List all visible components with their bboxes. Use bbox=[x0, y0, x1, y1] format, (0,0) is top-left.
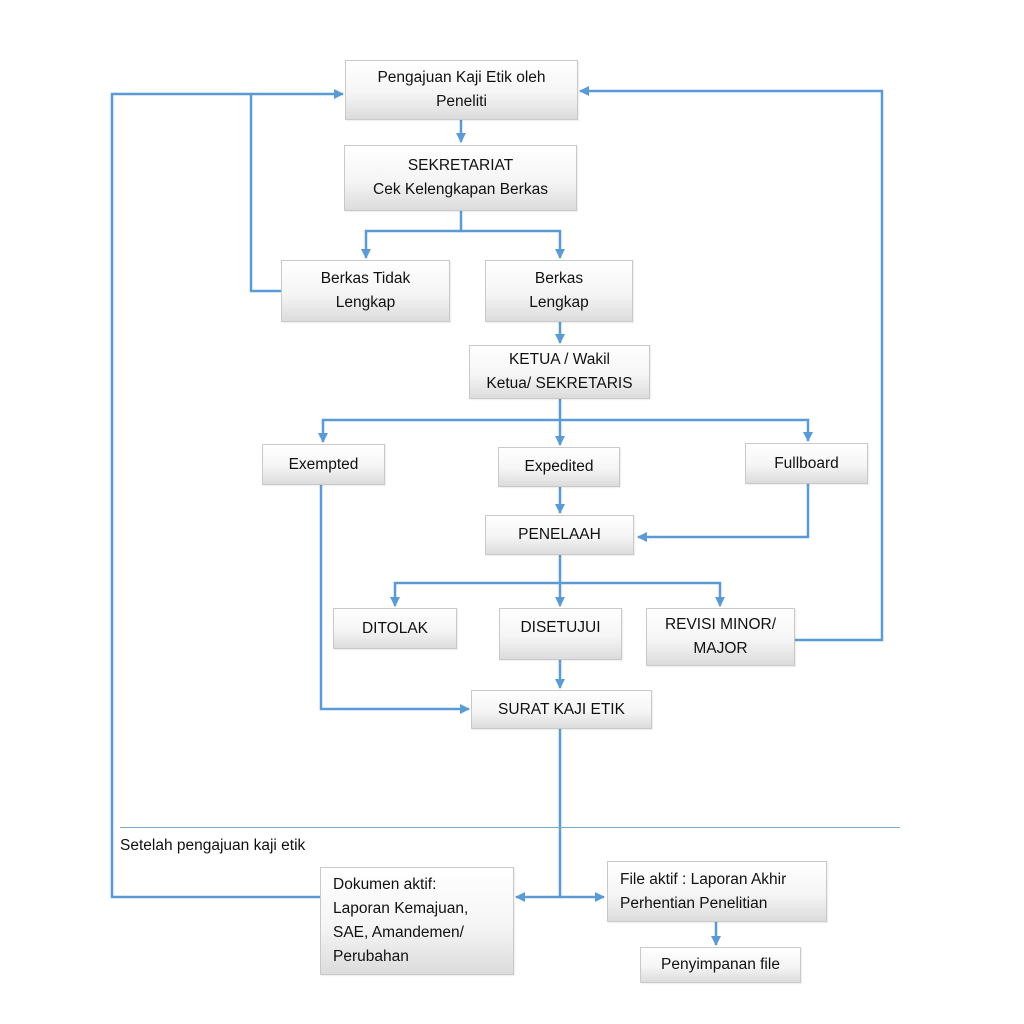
arrow-sekretariat-to-tidak-lengkap bbox=[361, 211, 463, 259]
arrow-penelaah-to-ditolak bbox=[390, 555, 562, 607]
node-penelaah: PENELAAH bbox=[485, 515, 634, 555]
node-exempted-label: Exempted bbox=[288, 455, 359, 473]
node-berkas-tidak-lengkap-label: Berkas Tidak Lengkap bbox=[320, 270, 411, 311]
node-ditolak: DITOLAK bbox=[333, 608, 457, 649]
arrow-surat-to-dokumen bbox=[515, 729, 562, 902]
node-fullboard-label: Fullboard bbox=[774, 454, 839, 472]
node-sekretariat-label: SEKRETARIAT Cek Kelengkapan Berkas bbox=[373, 157, 548, 198]
node-dokumen-aktif: Dokumen aktif: Laporan Kemajuan, SAE, Am… bbox=[320, 867, 514, 975]
node-file-aktif: File aktif : Laporan Akhir Perhentian Pe… bbox=[607, 861, 827, 922]
node-surat-kaji-etik: SURAT KAJI ETIK bbox=[471, 690, 652, 729]
arrow-fullboard-to-penelaah bbox=[637, 484, 810, 542]
node-berkas-tidak-lengkap: Berkas Tidak Lengkap bbox=[281, 260, 450, 322]
node-pengajuan: Pengajuan Kaji Etik oleh Peneliti bbox=[345, 60, 578, 120]
node-berkas-lengkap: Berkas Lengkap bbox=[485, 260, 633, 322]
node-disetujui-label: DISETUJUI bbox=[520, 619, 601, 636]
node-revisi: REVISI MINOR/ MAJOR bbox=[646, 608, 795, 666]
node-surat-kaji-etik-label: SURAT KAJI ETIK bbox=[498, 700, 625, 718]
node-ditolak-label: DITOLAK bbox=[361, 619, 429, 637]
arrow-ketua-to-fullboard bbox=[560, 418, 813, 442]
node-ketua: KETUA / Wakil Ketua/ SEKRETARIS bbox=[469, 345, 650, 399]
node-penyimpanan-file-label: Penyimpanan file bbox=[661, 956, 780, 973]
arrow-sekretariat-to-lengkap bbox=[461, 229, 565, 259]
node-dokumen-aktif-label: Dokumen aktif: Laporan Kemajuan, SAE, Am… bbox=[333, 876, 469, 965]
node-sekretariat: SEKRETARIAT Cek Kelengkapan Berkas bbox=[344, 145, 577, 211]
node-expedited: Expedited bbox=[498, 447, 620, 487]
arrow-tidak-lengkap-to-pengajuan bbox=[249, 89, 344, 293]
arrow-ketua-to-exempted bbox=[318, 399, 562, 443]
arrow-dokumen-to-pengajuan bbox=[110, 92, 320, 899]
node-file-aktif-label: File aktif : Laporan Akhir Perhentian Pe… bbox=[620, 870, 787, 912]
node-fullboard: Fullboard bbox=[745, 443, 868, 484]
node-berkas-lengkap-label: Berkas Lengkap bbox=[529, 270, 589, 311]
node-penelaah-label: PENELAAH bbox=[518, 526, 601, 543]
node-pengajuan-label: Pengajuan Kaji Etik oleh Peneliti bbox=[377, 69, 546, 110]
section-caption: Setelah pengajuan kaji etik bbox=[120, 837, 306, 854]
node-exempted: Exempted bbox=[262, 444, 385, 485]
node-expedited-label: Expedited bbox=[524, 458, 594, 475]
section-divider bbox=[120, 827, 900, 828]
arrow-exempted-to-surat bbox=[319, 485, 470, 714]
node-disetujui: DISETUJUI bbox=[499, 608, 622, 660]
node-penyimpanan-file: Penyimpanan file bbox=[640, 947, 801, 983]
node-ketua-label: KETUA / Wakil Ketua/ SEKRETARIS bbox=[486, 351, 633, 392]
arrow-revisi-to-pengajuan bbox=[579, 86, 884, 642]
arrow-penelaah-to-revisi bbox=[560, 581, 725, 607]
node-revisi-label: REVISI MINOR/ MAJOR bbox=[664, 616, 777, 657]
